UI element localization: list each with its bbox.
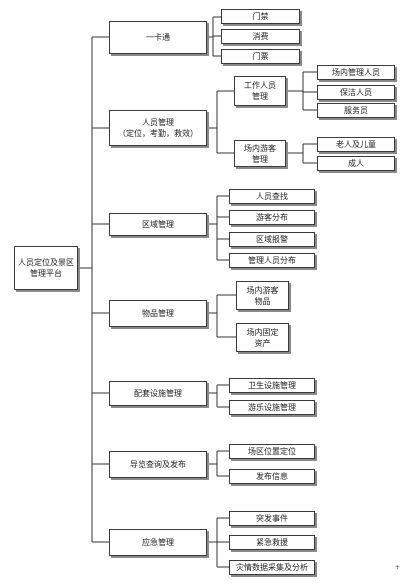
category-node: 物品管理 [109,300,207,327]
leaf-node: 区域报警 [229,232,315,247]
leaf-node: 场内固定 资产 [236,323,289,352]
leaf-node: 场内游客 物品 [236,281,289,310]
leaf-node: 发布信息 [229,469,315,484]
leaf-node: 紧急救援 [229,535,315,550]
subcategory-node: 场内游客 管理 [234,140,286,167]
leaf-node: 场内管理人员 [317,65,395,80]
leaf-node: 门禁 [221,9,300,24]
leaf-node: 游客分布 [229,210,315,225]
leaf-node: 服务员 [317,103,395,118]
category-node: 配套设施管理 [109,381,207,406]
leaf-node: 老人及儿童 [317,137,395,152]
category-node: 人员管理 （定位，考勤，救效） [109,110,207,146]
subcategory-node: 工作人员 管理 [234,76,286,106]
leaf-node: 消费 [221,29,300,44]
leaf-node: 成人 [317,156,395,171]
leaf-node: 游乐设施管理 [229,400,315,415]
leaf-node: 卫生设施管理 [229,378,315,393]
category-node: 应急管理 [109,529,207,556]
leaf-node: 场区位置定位 [229,444,315,459]
root-node: 人员定位及景区 管理平台 [14,246,78,290]
footnote-mark: + [395,564,401,571]
category-node: 区域管理 [109,213,207,236]
leaf-node: 灾情数据采集及分析 [229,560,315,575]
category-node: 导览查询及发布 [109,451,207,478]
leaf-node: 突发事件 [229,511,315,526]
leaf-node: 门票 [221,49,300,64]
category-node: 一卡通 [109,21,207,54]
leaf-node: 管理人员分布 [229,253,315,268]
leaf-node: 保洁人员 [317,85,395,100]
leaf-node: 人员查找 [229,189,315,204]
